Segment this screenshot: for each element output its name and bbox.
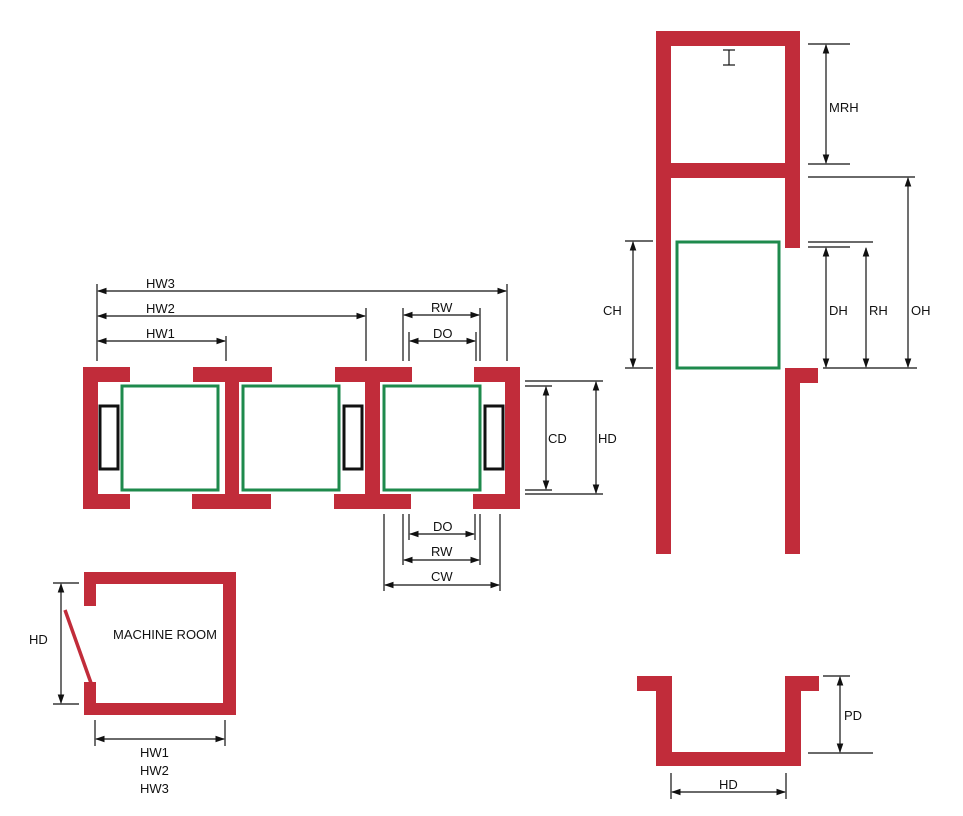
hw2-label: HW2: [146, 301, 175, 316]
counterweight-1: [98, 404, 120, 471]
car-2: [241, 384, 341, 492]
section-view: MRH OH DH RH CH: [603, 31, 931, 554]
mr-width-label-2: HW2: [140, 763, 169, 778]
cd-label: CD: [548, 431, 567, 446]
rw-bottom-label: RW: [431, 544, 453, 559]
dh-label: DH: [829, 303, 848, 318]
door-swing: [63, 609, 93, 684]
mr-hd-label: HD: [29, 632, 48, 647]
car-1: [120, 384, 220, 492]
hoist-beam-icon: [723, 49, 735, 66]
ch-label: CH: [603, 303, 622, 318]
right-wall: [473, 367, 520, 509]
do-bottom-label: DO: [433, 519, 453, 534]
counterweight-2: [342, 404, 364, 471]
mr-width-label-3: HW3: [140, 781, 169, 796]
pit-view: PD HD: [637, 675, 873, 799]
rh-label: RH: [869, 303, 888, 318]
machine-room-title: MACHINE ROOM: [113, 627, 217, 642]
oh-label: OH: [911, 303, 931, 318]
hw3-label: HW3: [146, 276, 175, 291]
rw-top-label: RW: [431, 300, 453, 315]
machine-room-plan: MACHINE ROOM HD HW1 HW2 HW3: [29, 572, 236, 796]
section-car: [675, 240, 781, 370]
mr-width-label-1: HW1: [140, 745, 169, 760]
pd-label: PD: [844, 708, 862, 723]
cw-label: CW: [431, 569, 453, 584]
car-3: [382, 384, 482, 492]
counterweight-3: [483, 404, 505, 471]
divider-beam-1: [192, 367, 272, 509]
divider-beam-2: [334, 367, 412, 509]
pit-hd-label: HD: [719, 777, 738, 792]
hd-label: HD: [598, 431, 617, 446]
do-top-label: DO: [433, 326, 453, 341]
mrh-label: MRH: [829, 100, 859, 115]
plan-view: HW3 HW2 HW1 RW DO CD HD DO: [83, 276, 617, 591]
hw1-label: HW1: [146, 326, 175, 341]
left-wall: [83, 367, 130, 509]
